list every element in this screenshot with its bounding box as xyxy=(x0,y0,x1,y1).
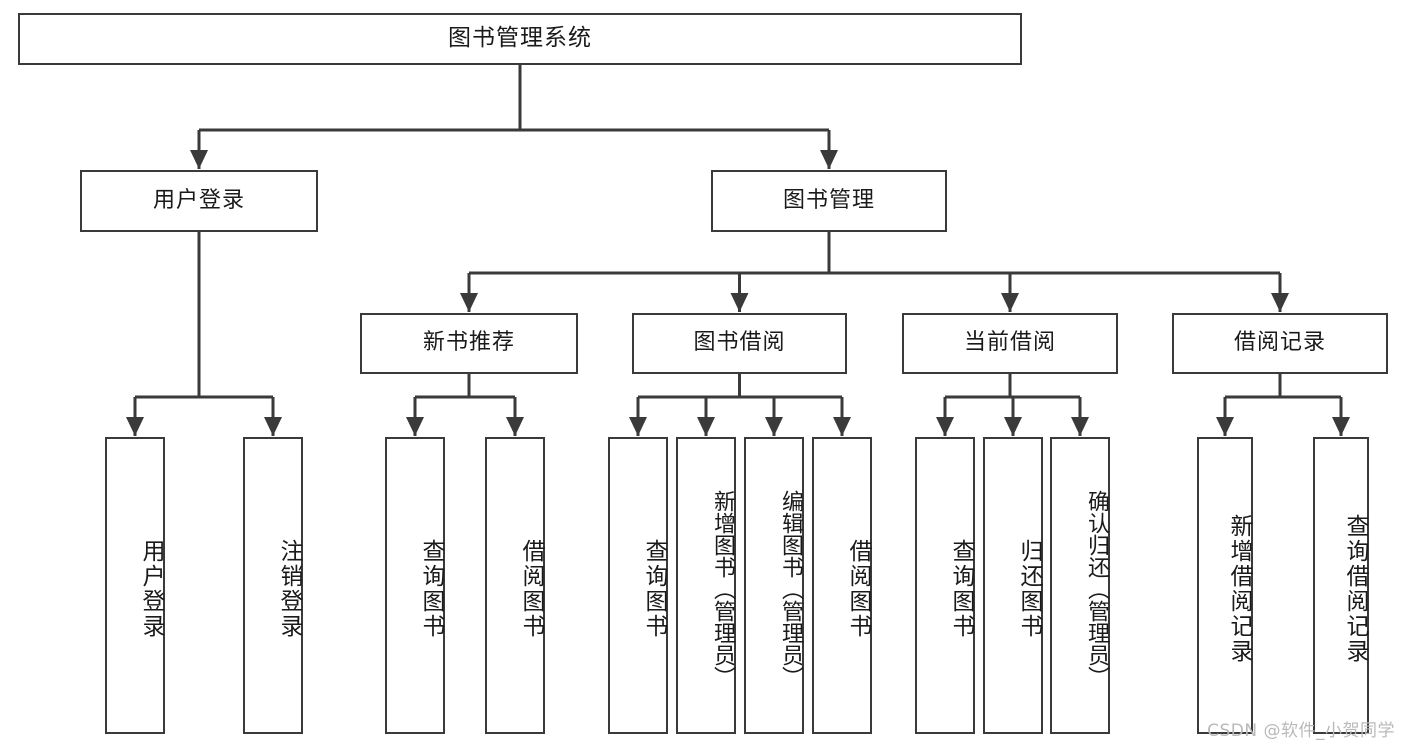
node-label: 新增图书（管理员） xyxy=(710,489,735,688)
node-label: 编辑图书（管理员） xyxy=(778,489,803,688)
node-leaf-user-login[interactable]: 用户登录 xyxy=(105,437,165,734)
node-book-borrow[interactable]: 图书借阅 xyxy=(632,313,847,374)
node-label: 借阅图书 xyxy=(845,538,871,639)
node-borrow-record[interactable]: 借阅记录 xyxy=(1172,313,1388,374)
node-leaf-add-record[interactable]: 新增借阅记录 xyxy=(1197,437,1253,734)
node-label: 新书推荐 xyxy=(422,330,515,356)
node-label: 确认归还（管理员） xyxy=(1084,489,1109,688)
node-label: 查询图书 xyxy=(418,538,444,639)
node-label: 查询图书 xyxy=(948,538,974,639)
node-root-system[interactable]: 图书管理系统 xyxy=(18,13,1022,65)
node-label: 图书借阅 xyxy=(693,330,786,356)
node-leaf-add-book[interactable]: 新增图书（管理员） xyxy=(676,437,736,734)
node-label: 归还图书 xyxy=(1016,538,1042,639)
node-leaf-return-book[interactable]: 归还图书 xyxy=(983,437,1043,734)
node-label: 新增借阅记录 xyxy=(1226,513,1252,664)
node-leaf-logout[interactable]: 注销登录 xyxy=(243,437,303,734)
watermark-text: CSDN @软件_小贺同学 xyxy=(1207,721,1395,741)
node-leaf-query-book-b[interactable]: 查询图书 xyxy=(608,437,668,734)
node-label: 借阅图书 xyxy=(518,538,544,639)
node-label: 图书管理 xyxy=(782,187,875,213)
node-label: 查询借阅记录 xyxy=(1342,513,1368,664)
node-leaf-query-book-rec[interactable]: 查询图书 xyxy=(385,437,445,734)
node-label: 注销登录 xyxy=(276,538,302,639)
node-label: 当前借阅 xyxy=(963,330,1056,356)
node-label: 借阅记录 xyxy=(1233,330,1326,356)
node-label: 查询图书 xyxy=(641,538,667,639)
node-book-manage[interactable]: 图书管理 xyxy=(711,170,947,232)
node-label: 用户登录 xyxy=(138,538,164,639)
node-leaf-borrow-book-rec[interactable]: 借阅图书 xyxy=(485,437,545,734)
node-leaf-borrow-book-b[interactable]: 借阅图书 xyxy=(812,437,872,734)
node-leaf-query-record[interactable]: 查询借阅记录 xyxy=(1313,437,1369,734)
node-user-login[interactable]: 用户登录 xyxy=(80,170,318,232)
node-label: 图书管理系统 xyxy=(448,25,592,52)
node-leaf-edit-book[interactable]: 编辑图书（管理员） xyxy=(744,437,804,734)
node-leaf-query-book-c[interactable]: 查询图书 xyxy=(915,437,975,734)
node-leaf-confirm-return[interactable]: 确认归还（管理员） xyxy=(1050,437,1110,734)
node-label: 用户登录 xyxy=(152,187,245,213)
node-current-borrow[interactable]: 当前借阅 xyxy=(902,313,1118,374)
node-new-book-rec[interactable]: 新书推荐 xyxy=(360,313,578,374)
